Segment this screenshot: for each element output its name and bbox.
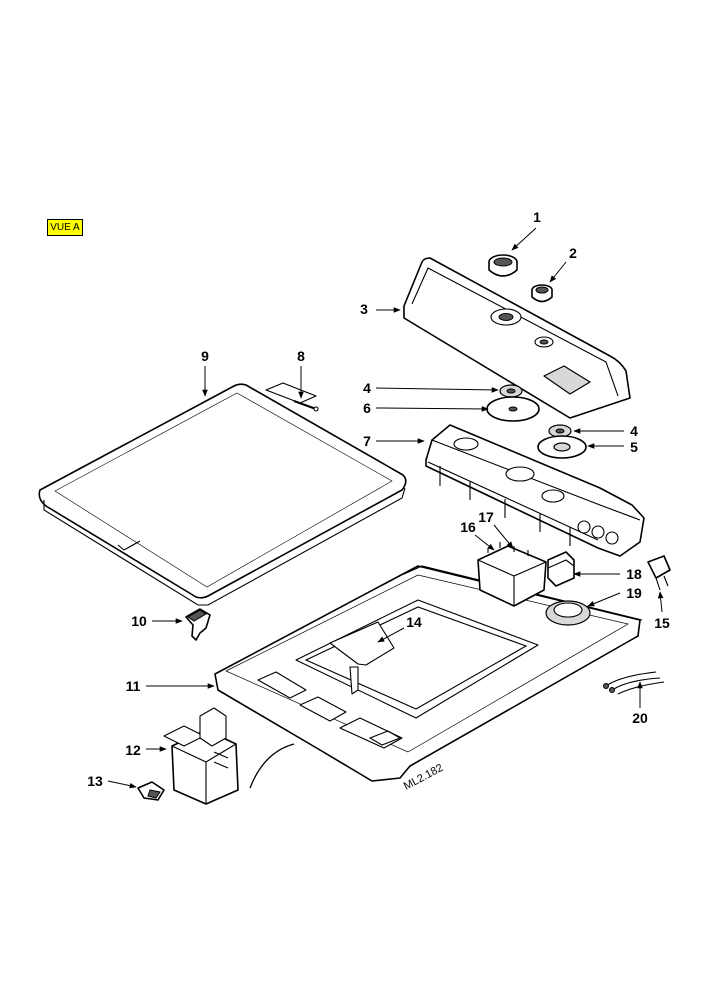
part-dial-disc-right [537, 435, 587, 459]
callout-17: 17 [478, 509, 494, 525]
part-hinge-pin [293, 400, 319, 412]
callout-2: 2 [569, 245, 577, 261]
callout-6: 6 [363, 400, 371, 416]
callout-1: 1 [533, 209, 541, 225]
part-selector [545, 600, 591, 626]
callout-7: 7 [363, 433, 371, 449]
part-switch [547, 551, 575, 587]
callout-15: 15 [654, 615, 670, 631]
part-dial-disc-left [486, 396, 540, 422]
part-dial-ring-upper [499, 384, 523, 398]
callout-13: 13 [87, 773, 103, 789]
part-wiring [603, 671, 665, 695]
callout-8: 8 [297, 348, 305, 364]
part-knob-large [488, 254, 518, 277]
callout-18: 18 [626, 566, 642, 582]
part-control-panel [403, 257, 631, 419]
callout-3: 3 [360, 301, 368, 317]
callout-9: 9 [201, 348, 209, 364]
part-lid [38, 382, 407, 606]
callout-10: 10 [131, 613, 147, 629]
callout-11: 11 [126, 678, 141, 694]
part-panel-support [425, 424, 645, 557]
callout-12: 12 [125, 742, 141, 758]
callout-19: 19 [626, 585, 642, 601]
part-knob-small [531, 284, 553, 303]
part-dial-ring-right [548, 424, 572, 438]
leader-lines [107, 227, 664, 789]
part-lid-clip [185, 608, 211, 641]
callout-4-right: 4 [630, 423, 638, 439]
view-label-badge: VUE A [47, 219, 83, 236]
part-door-lock [163, 707, 239, 805]
part-top-frame [214, 565, 643, 782]
callout-5: 5 [630, 439, 638, 455]
callout-20: 20 [632, 710, 648, 726]
part-connector [647, 555, 671, 591]
part-latch [137, 781, 165, 801]
callout-4-upper: 4 [363, 380, 371, 396]
callout-14: 14 [406, 614, 422, 630]
callout-labels: 1 2 3 4 4 5 6 7 8 9 10 11 12 13 14 15 16… [87, 209, 670, 789]
callout-16: 16 [460, 519, 476, 535]
